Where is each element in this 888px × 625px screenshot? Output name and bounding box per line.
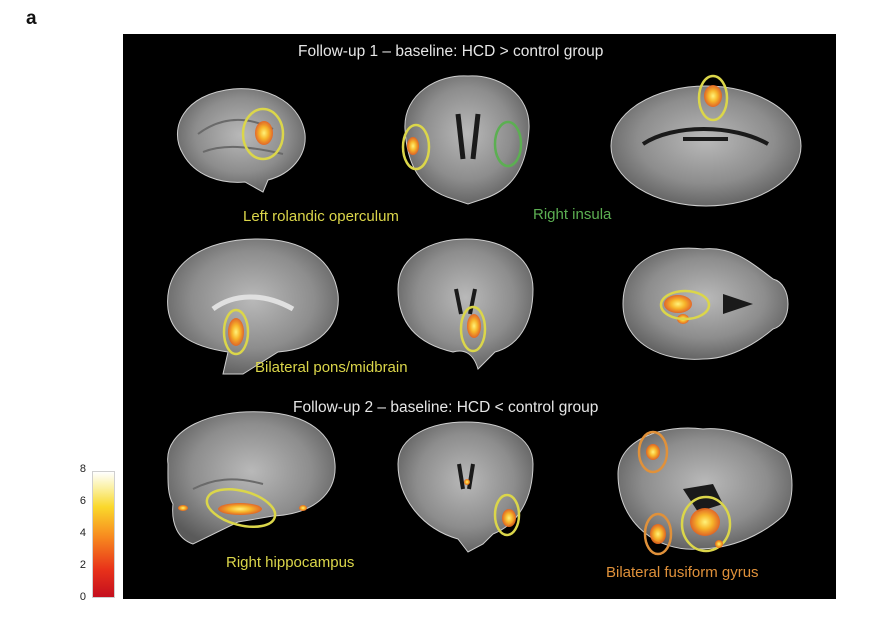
title-followup1: Follow-up 1 – baseline: HCD > control gr… (298, 43, 604, 60)
label-bilateral-pons-midbrain: Bilateral pons/midbrain (255, 359, 408, 376)
row1-sagittal-slice (177, 88, 306, 193)
title-followup2: Follow-up 2 – baseline: HCD < control gr… (293, 399, 599, 416)
row2-axial-slice (622, 247, 789, 360)
row3-sagittal-slice (167, 411, 336, 545)
label-right-insula: Right insula (533, 206, 612, 223)
label-left-rolandic-operculum: Left rolandic operculum (243, 208, 399, 225)
row3-axial-slice (617, 427, 793, 556)
label-bilateral-fusiform-gyrus: Bilateral fusiform gyrus (606, 564, 759, 581)
row1-axial-slice (610, 74, 802, 207)
row1-coronal-slice (401, 75, 530, 205)
brain-slices (167, 74, 802, 556)
colorbar-tick: 4 (79, 527, 86, 539)
row2-sagittal-slice (167, 238, 339, 375)
highlight-ellipse-yellow (241, 107, 285, 161)
row2-coronal-slice (397, 238, 534, 370)
brain-figure: Follow-up 1 – baseline: HCD > control gr… (123, 34, 836, 599)
colorbar-tick: 8 (79, 463, 86, 475)
row3-coronal-slice (397, 421, 534, 553)
panel-label: a (26, 8, 37, 29)
colorbar-tick: 6 (79, 495, 86, 507)
highlight-ellipse-yellow (401, 123, 431, 171)
highlight-ellipse-green (493, 120, 523, 168)
colorbar-tick: 2 (79, 559, 86, 571)
colorbar-tick: 0 (79, 591, 86, 603)
colorbar (92, 471, 115, 598)
activation-blob (255, 121, 273, 145)
label-right-hippocampus: Right hippocampus (226, 554, 355, 571)
